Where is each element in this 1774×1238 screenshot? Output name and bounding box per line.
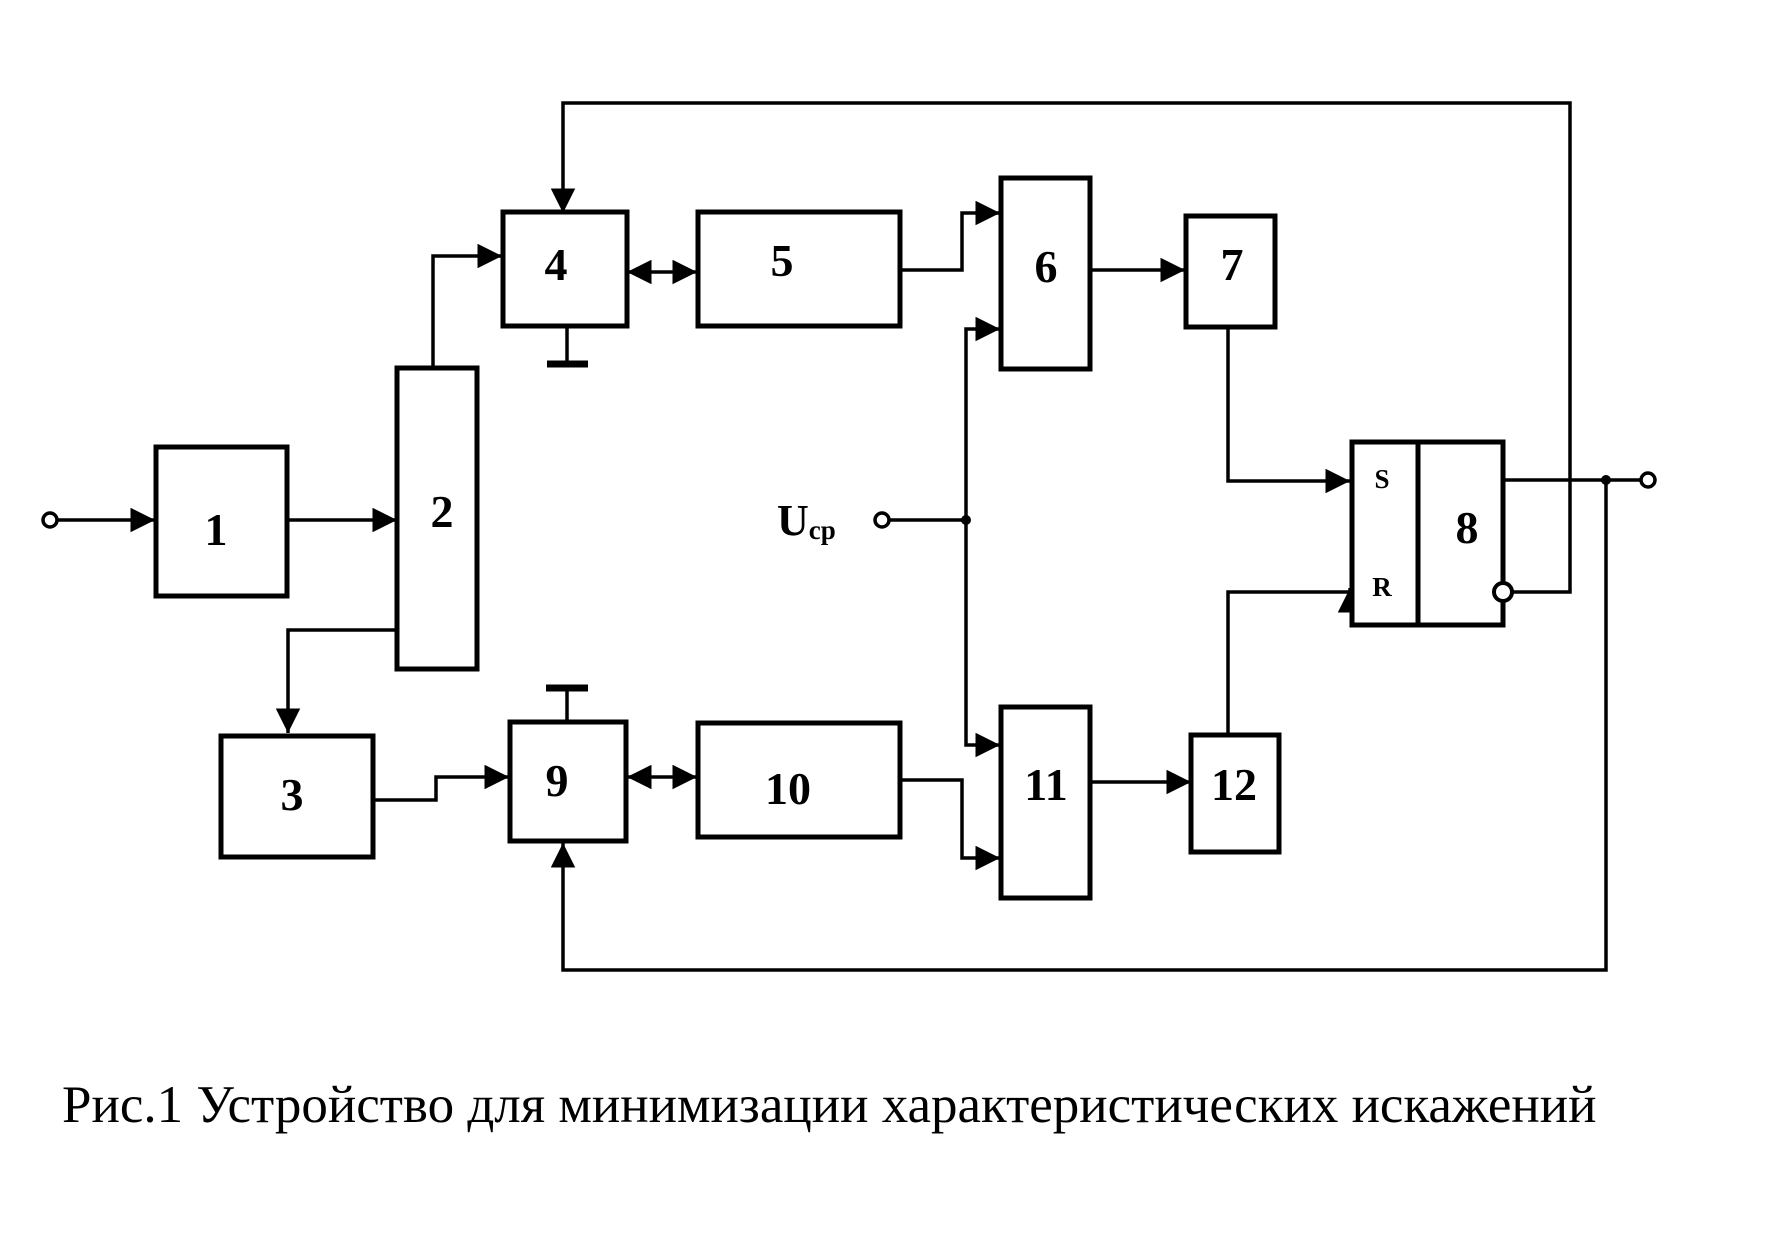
wire-2-to-4 xyxy=(431,243,502,368)
block-6 xyxy=(998,175,1093,372)
ucp-label-subscript: ср xyxy=(809,515,836,545)
block-5 xyxy=(695,209,903,329)
block-9-label: 9 xyxy=(546,755,569,806)
block-8-label: 8 xyxy=(1456,502,1479,553)
junction-output xyxy=(1601,475,1611,485)
block-8-right xyxy=(1415,439,1506,628)
wire-5-to-6 xyxy=(900,200,1000,272)
block-2-label: 2 xyxy=(431,486,454,537)
block-4 xyxy=(500,209,630,329)
figure-caption: Рис.1 Устройство для минимизации характе… xyxy=(62,1076,1597,1134)
wire-feedback-to-4 xyxy=(550,101,1572,594)
output-terminal xyxy=(1639,471,1657,489)
block-12-label: 12 xyxy=(1211,759,1257,810)
block-1-label: 1 xyxy=(205,504,228,555)
block-1 xyxy=(153,444,290,599)
block-9 xyxy=(507,719,629,844)
block-12 xyxy=(1188,732,1282,855)
block-4-label: 4 xyxy=(545,239,568,290)
block-3 xyxy=(218,733,376,860)
block-11-label: 11 xyxy=(1024,759,1067,810)
inverted-output-bubble xyxy=(1492,581,1514,603)
block-5-label: 5 xyxy=(771,235,794,286)
wire-2-to-3 xyxy=(275,628,397,733)
ucp-label-main: U xyxy=(777,496,809,545)
block-11 xyxy=(998,704,1093,901)
wire-3-to-9 xyxy=(373,764,509,802)
wire-10-to-11 xyxy=(900,778,1000,871)
wire-bus-to-6 xyxy=(964,316,1000,520)
junction-ucp-bus xyxy=(961,515,971,525)
ucp-label: Uср xyxy=(777,496,836,545)
wire-7-to-s xyxy=(1226,327,1350,494)
input-terminal xyxy=(41,511,59,529)
block-7-label: 7 xyxy=(1221,239,1244,290)
wire-bus-to-11 xyxy=(964,520,1000,758)
block-6-label: 6 xyxy=(1035,241,1058,292)
ucp-terminal xyxy=(873,511,891,529)
block-3-label: 3 xyxy=(281,769,304,820)
wire-feedback-to-9 xyxy=(550,480,1608,972)
block-7 xyxy=(1183,213,1278,330)
block-10 xyxy=(695,720,903,840)
block-10-label: 10 xyxy=(765,763,811,814)
trigger-pin-r: R xyxy=(1372,572,1392,602)
block-2 xyxy=(394,365,480,672)
wire-12-to-r xyxy=(1226,588,1363,733)
trigger-pin-s: S xyxy=(1374,464,1389,494)
